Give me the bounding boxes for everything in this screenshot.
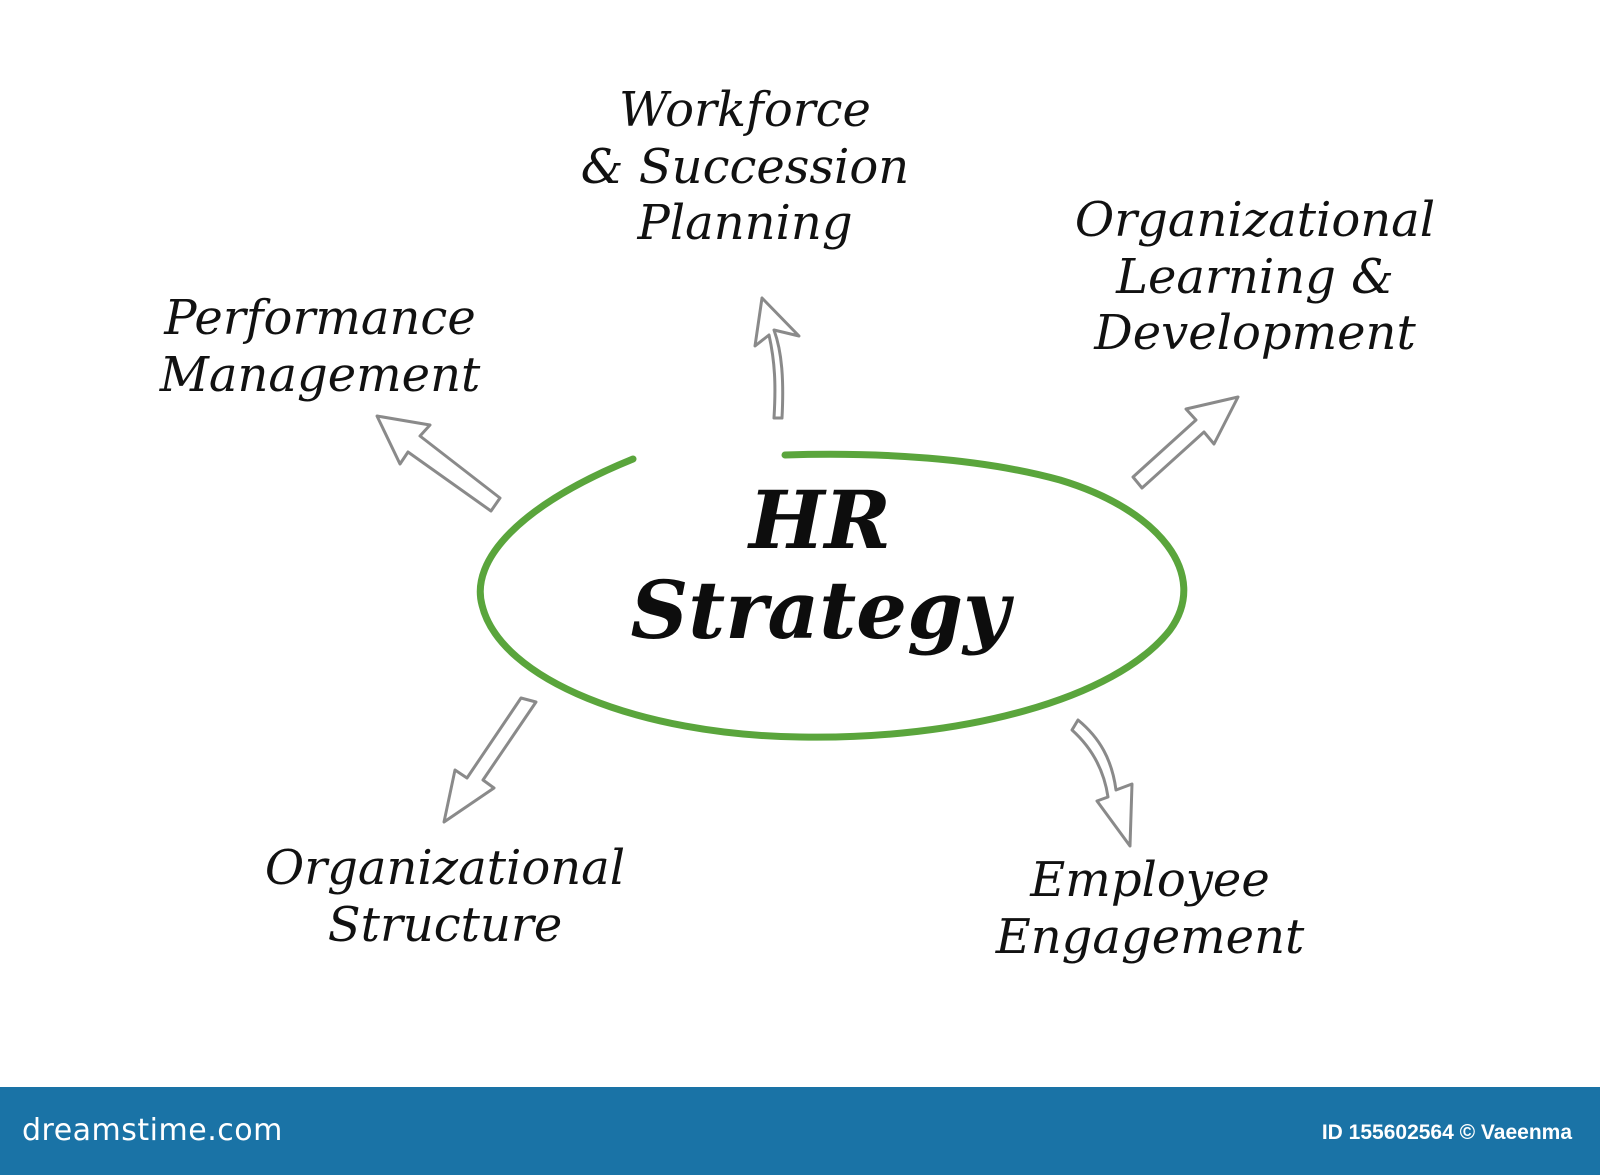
dreamstime-logo: dreamstime.com bbox=[22, 1113, 283, 1148]
center-title-line-2: Strategy bbox=[630, 562, 1010, 657]
center-ellipse bbox=[476, 450, 1188, 741]
node-workforce-line-1: Workforce bbox=[619, 82, 871, 138]
node-workforce: Workforce & Succession Planning bbox=[535, 82, 955, 252]
arrow-to-workforce bbox=[753, 296, 801, 420]
node-engagement-line-1: Employee bbox=[1030, 852, 1270, 908]
node-org-structure-line-1: Organizational bbox=[264, 840, 626, 896]
node-performance-line-2: Management bbox=[159, 346, 481, 403]
node-org-learning-line-2: Learning & bbox=[1116, 248, 1394, 305]
center-title-line-1: HR bbox=[748, 473, 892, 567]
node-org-structure: Organizational Structure bbox=[165, 840, 725, 953]
node-engagement-line-2: Engagement bbox=[995, 908, 1305, 965]
footer-bar: dreamstime.com ID 155602564 © Vaeenma bbox=[0, 1087, 1600, 1175]
diagram-graphics bbox=[375, 296, 1240, 848]
arrow-to-engagement bbox=[1070, 718, 1134, 848]
node-org-learning-line-1: Organizational bbox=[1074, 192, 1436, 248]
node-workforce-line-3: Planning bbox=[637, 195, 853, 252]
node-org-learning: Organizational Learning & Development bbox=[975, 192, 1535, 362]
node-engagement: Employee Engagement bbox=[915, 852, 1385, 965]
image-credit: ID 155602564 © Vaeenma bbox=[1321, 1121, 1572, 1144]
node-performance: Performance Management bbox=[95, 290, 545, 403]
node-performance-line-1: Performance bbox=[164, 290, 476, 346]
node-org-structure-line-2: Structure bbox=[327, 896, 563, 953]
arrow-to-org-structure bbox=[442, 696, 538, 824]
center-title: HR Strategy bbox=[560, 473, 1080, 657]
hr-strategy-diagram: HR Strategy Workforce & Succession Plann… bbox=[95, 82, 1535, 965]
node-org-learning-line-3: Development bbox=[1094, 305, 1416, 362]
arrow-to-org-learning bbox=[1131, 395, 1240, 490]
arrow-to-performance bbox=[375, 414, 502, 513]
node-workforce-line-2: & Succession bbox=[580, 138, 910, 195]
